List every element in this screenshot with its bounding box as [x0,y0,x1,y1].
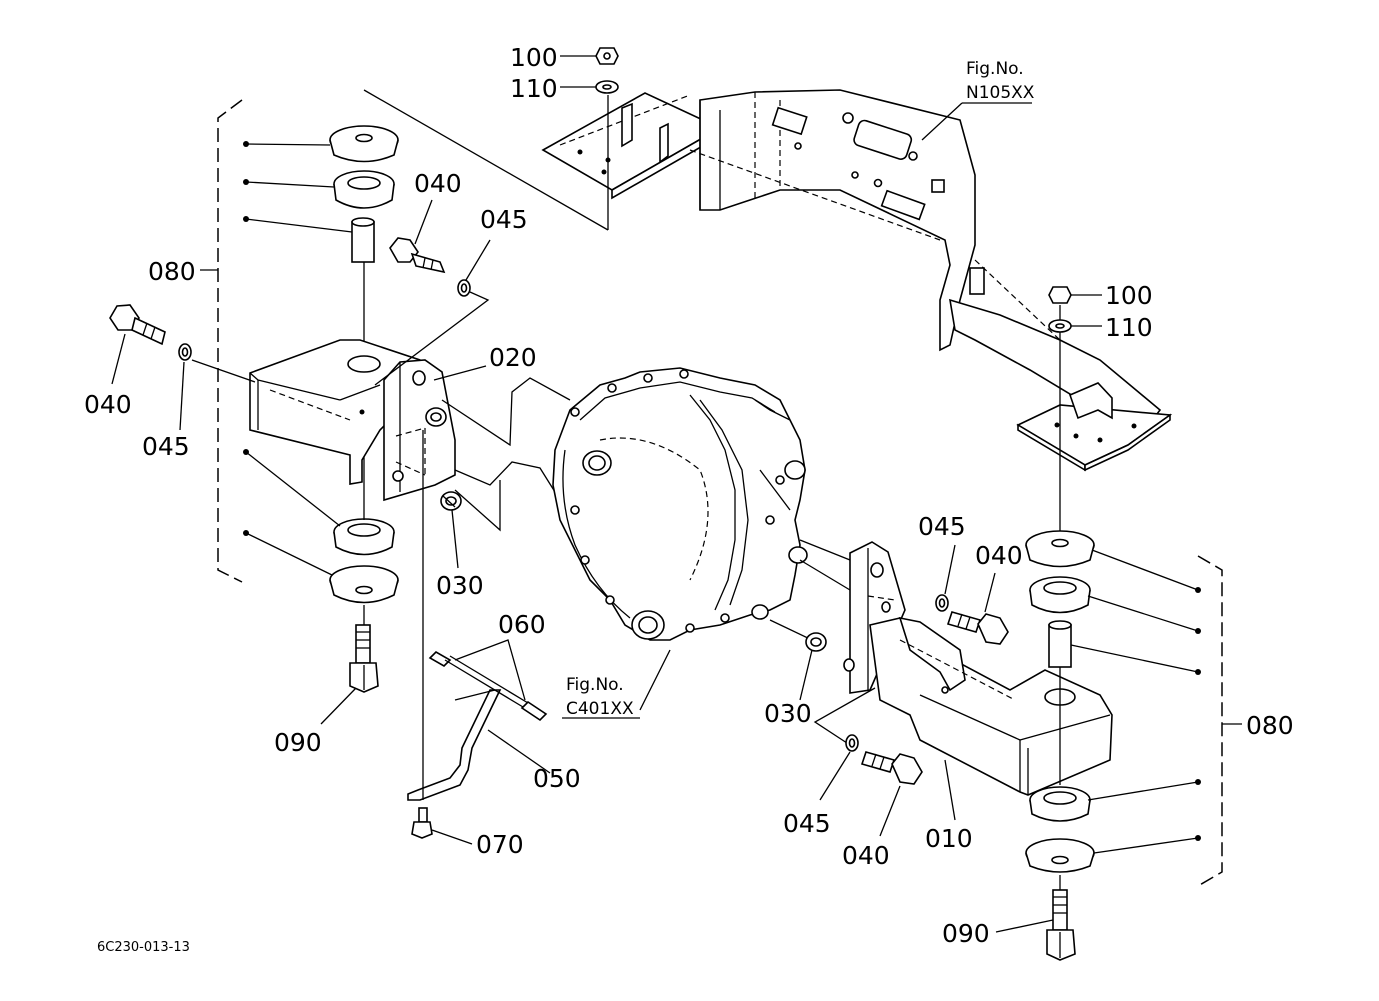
label-045-left: 045 [142,432,190,461]
label-040-right: 040 [975,541,1023,570]
bracket-010 [843,541,906,694]
pin-060 [428,651,548,722]
washer-045-left [178,343,192,361]
label-090-right: 090 [942,919,990,948]
nut-100-right [1048,286,1072,304]
fig-ref-upper-line2: N105XX [966,83,1035,103]
clutch-housing [552,367,808,641]
label-110-top: 110 [510,74,558,103]
label-030-left: 030 [436,571,484,600]
right-mount-stack [1025,530,1095,890]
label-060: 060 [498,610,546,639]
bolt-090-right [1046,889,1076,961]
bolt-040-right [946,611,1009,645]
bolt-040-upper-left [389,237,446,274]
bolt-090-left [349,624,379,693]
label-040-upper-left: 040 [414,169,462,198]
washer-110-top [595,80,619,94]
sleeve-030-right [805,632,827,652]
label-050: 050 [533,764,581,793]
left-stack-leaders [243,141,353,576]
bolt-040-lower-right [860,751,923,785]
right-stack-leaders [1070,549,1201,854]
label-080-left: 080 [148,257,196,286]
bolt-070 [411,807,433,839]
label-110-right: 110 [1105,313,1153,342]
washer-045-right [935,594,949,612]
label-010: 010 [925,824,973,853]
label-040-left: 040 [84,390,132,419]
sleeve-030-left [440,491,462,511]
upper-frame-assembly [541,89,1173,472]
label-020: 020 [489,343,537,372]
label-030-right: 030 [764,699,812,728]
bracket-020 [383,359,456,502]
washer-110-right [1048,319,1072,333]
label-045-right: 045 [918,512,966,541]
label-090-left: 090 [274,728,322,757]
label-045-upper-left: 045 [480,205,528,234]
left-mount-stack [329,125,399,625]
label-045-lower-right: 045 [783,809,831,838]
washer-045-upper-left [457,279,471,297]
label-040-lower-right: 040 [842,841,890,870]
fig-ref-lower-line2: C401XX [566,699,634,719]
right-mount-body [869,616,1113,796]
label-080-right: 080 [1246,711,1294,740]
label-100-right: 100 [1105,281,1153,310]
fig-ref-lower-line1: Fig.No. [566,675,624,695]
drawing-code: 6C230-013-13 [97,940,190,955]
label-070: 070 [476,830,524,859]
washer-045-lower-right [845,734,859,752]
nut-100-top [595,47,619,65]
fig-ref-upper-line1: Fig.No. [966,59,1024,79]
bolt-040-left [109,304,166,346]
label-100-top: 100 [510,43,558,72]
rod-050 [407,689,502,801]
